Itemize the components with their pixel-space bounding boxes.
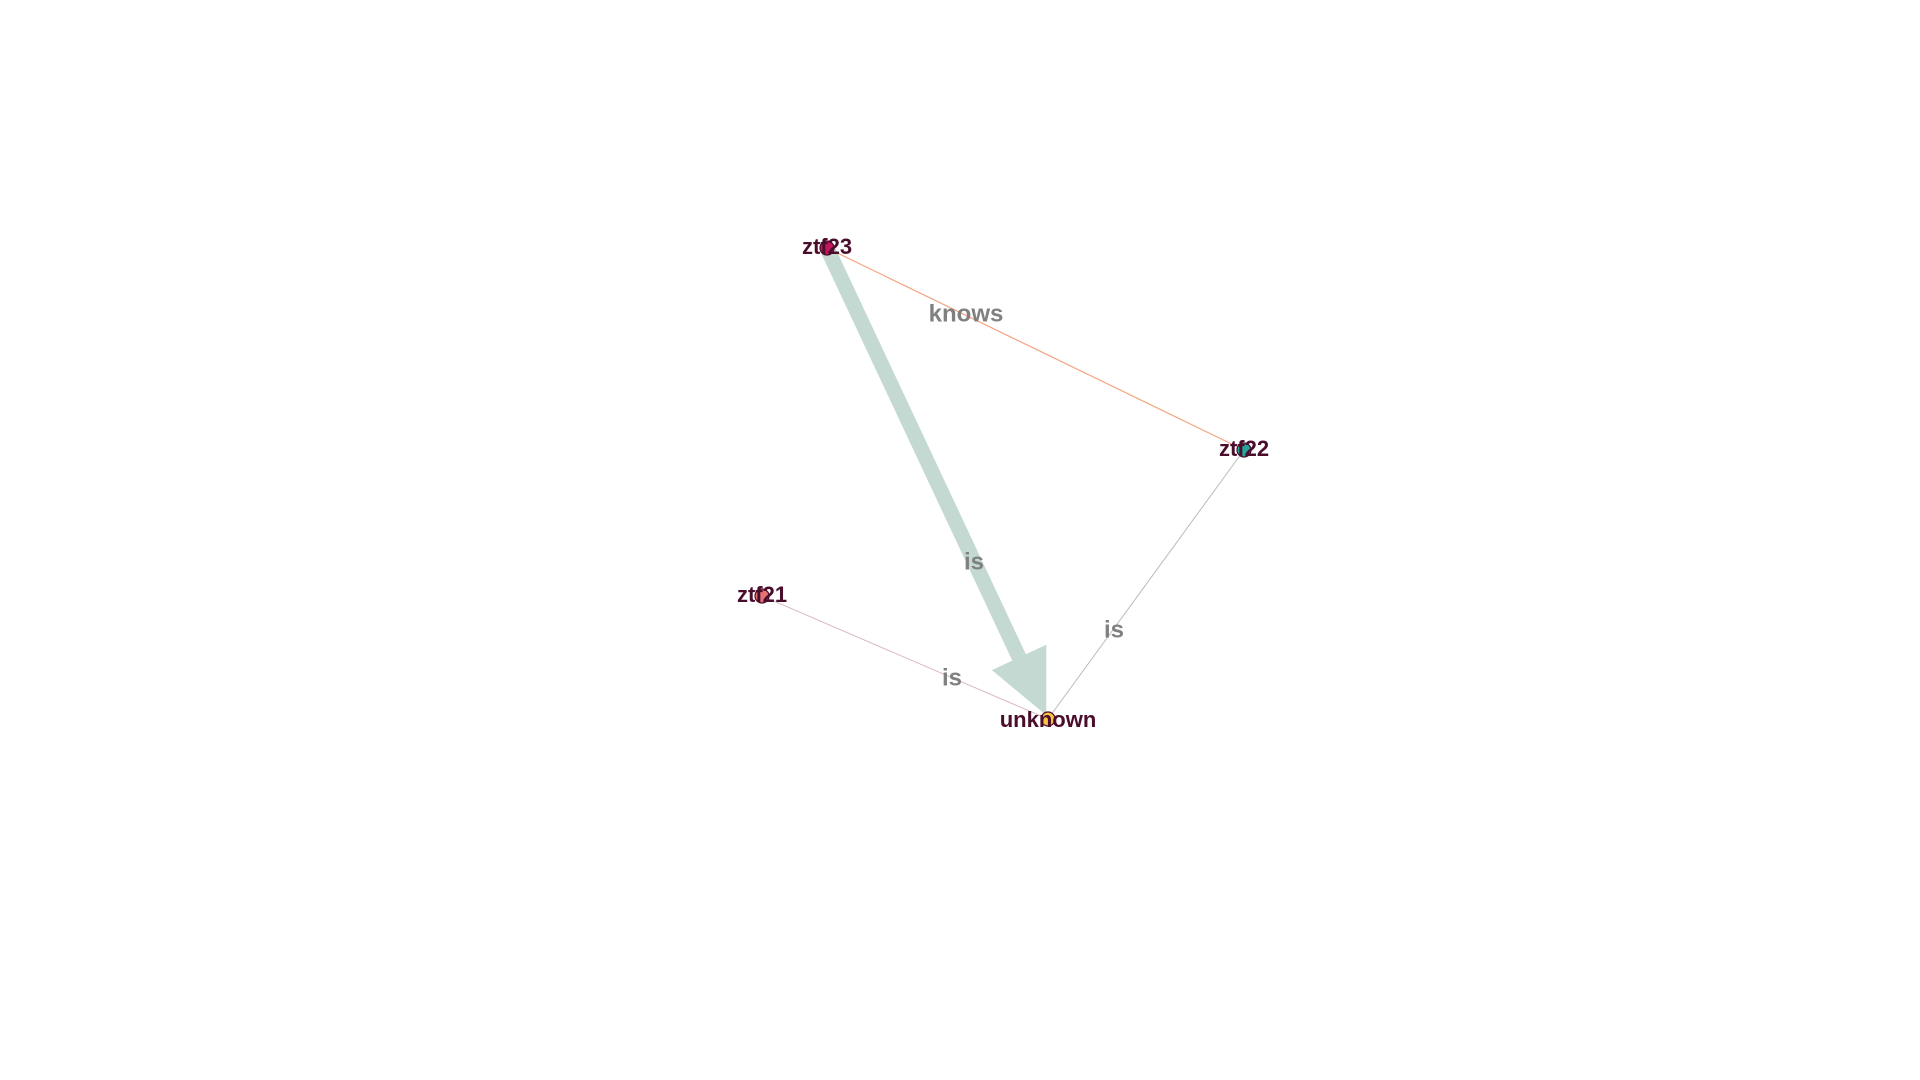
edge-ztf21-unknown	[761, 595, 1049, 720]
node-label-ztf22: ztf22	[1219, 436, 1269, 461]
nodes-layer: ztf23 ztf22 ztf21 unknown	[737, 234, 1269, 732]
edge-ztf23-ztf22	[826, 247, 1245, 451]
edge-label-ztf23-ztf22: knows	[929, 300, 1004, 327]
edge-ztf23-unknown	[820, 244, 1027, 663]
edge-arrowhead-ztf23-unknown	[991, 644, 1047, 716]
node-label-unknown: unknown	[1000, 707, 1097, 732]
node-label-ztf21: ztf21	[737, 582, 787, 607]
node-ztf23[interactable]: ztf23	[802, 234, 852, 259]
edge-ztf22-unknown	[1047, 449, 1245, 720]
edge-labels-layer: knows is is is	[929, 300, 1124, 691]
edge-label-ztf22-unknown: is	[1104, 616, 1124, 643]
node-dot-ztf21[interactable]	[754, 588, 770, 604]
node-ztf21[interactable]: ztf21	[737, 582, 787, 607]
node-label-ztf23: ztf23	[802, 234, 852, 259]
node-dot-ztf23[interactable]	[819, 240, 835, 256]
edges-layer	[761, 244, 1245, 720]
edge-label-ztf23-unknown: is	[964, 548, 984, 575]
node-dot-unknown[interactable]	[1040, 711, 1056, 727]
node-dot-ztf22[interactable]	[1236, 442, 1252, 458]
node-ztf22[interactable]: ztf22	[1219, 436, 1269, 461]
edge-label-ztf21-unknown: is	[942, 664, 962, 691]
node-unknown[interactable]: unknown	[1000, 707, 1097, 732]
